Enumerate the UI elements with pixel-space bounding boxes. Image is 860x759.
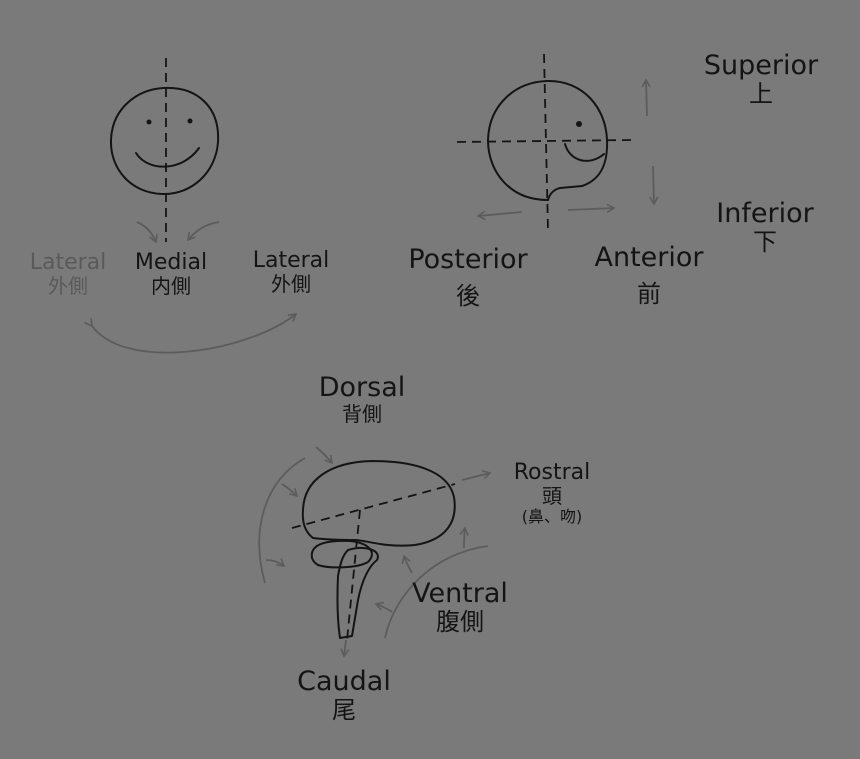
side-inferior-arrow [649,165,659,206]
side-horizontal-axis [456,139,633,143]
brain-dorsal-arc [258,457,306,584]
brain-dorsal-arrow-3 [265,558,286,568]
label-medial: Medial 内側 [128,250,214,298]
front-face [109,86,220,196]
label-inferior-en: Inferior [716,198,814,229]
front-medial-arrow-left [136,221,158,244]
label-caudal-en: Caudal [297,666,391,697]
front-face-right-eye [187,118,193,124]
label-inferior-jp: 下 [753,228,777,257]
side-superior-arrow [641,78,651,117]
label-superior-en: Superior [703,50,819,81]
brain-rostral-caudal-axis [291,483,456,641]
label-lateral-left-en: Lateral [29,250,107,275]
label-dorsal: Dorsal 背側 [312,372,412,426]
brain-dorsal-arrow-1 [315,446,334,465]
side-posterior-arrow [476,210,523,221]
label-ventral: Ventral 腹側 [404,578,516,637]
label-caudal: Caudal 尾 [294,666,394,725]
label-ventral-en: Ventral [412,578,508,609]
label-superior-jp: 上 [749,80,773,109]
label-posterior-en: Posterior [408,244,528,275]
front-lateral-arc [84,313,298,354]
brain-cerebellum [310,539,373,569]
label-lateral-left: Lateral 外側 [28,250,108,298]
side-face-eye [576,121,582,127]
label-caudal-jp: 尾 [332,696,356,725]
label-lateral-right-en: Lateral [252,248,330,273]
side-face-smile [564,143,605,162]
front-medial-arrow-right [186,221,220,242]
label-lateral-left-jp: 外側 [48,274,88,299]
brain-ventral-arrow-1 [459,526,469,549]
label-medial-jp: 内側 [151,274,191,299]
label-inferior: Inferior 下 [706,198,824,257]
label-lateral-right: Lateral 外側 [243,248,339,296]
front-face-smile [135,147,200,168]
label-rostral-jp: 頭 [542,484,562,509]
brain-ventral-arc [384,545,489,639]
brain-stem [336,547,379,639]
brain-cerebrum [301,460,456,547]
label-rostral-en: Rostral [513,460,591,485]
brain [301,460,456,639]
label-superior: Superior 上 [698,50,824,109]
label-anterior-en: Anterior [594,242,704,273]
label-posterior-jp: 後 [456,282,480,311]
label-lateral-right-jp: 外側 [271,272,311,297]
brain-ventral-arrow-3 [374,601,393,613]
front-face-outline [109,86,220,196]
label-ventral-jp: 腹側 [436,608,484,637]
label-dorsal-en: Dorsal [318,372,406,403]
label-rostral: Rostral 頭 (鼻、吻) [504,460,600,527]
label-anterior: Anterior 前 [592,242,706,309]
side-face [486,79,609,202]
front-face-left-eye [146,119,152,125]
brain-dorsal-arrow-2 [281,483,299,498]
side-face-outline [486,79,609,202]
label-rostral-note: (鼻、吻) [521,507,583,527]
label-anterior-jp: 前 [637,280,661,309]
label-dorsal-jp: 背側 [342,402,382,427]
brain-rostral-arrow [461,470,492,481]
brain-ventral-arrow-2 [401,554,413,574]
label-posterior: Posterior 後 [408,244,528,311]
brain-caudal-arrow [340,639,350,658]
label-medial-en: Medial [134,250,208,275]
side-anterior-arrow [567,203,616,213]
